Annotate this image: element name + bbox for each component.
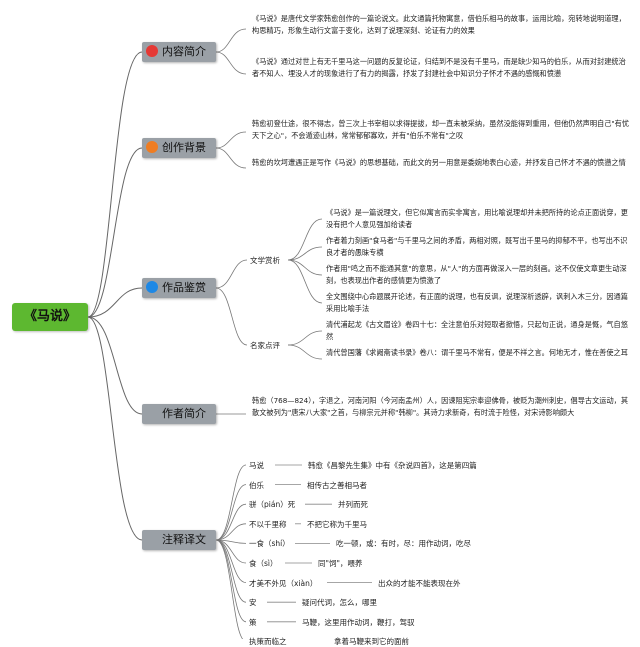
intro-paragraph-1: 《马说》是唐代文学家韩愈创作的一篇论说文。此文通篇托物寓意，借伯乐相马的故事，运… [252, 14, 626, 35]
note-term[interactable]: 才美不外见（xiàn） [249, 578, 318, 588]
note-connector [215, 503, 247, 541]
comment-item-1: 清代浦起龙《古文眉诠》卷四十七：全注意伯乐对短取者掀悟，只起句正说，通身是慨，气… [326, 320, 628, 341]
root-node[interactable]: 《马说》 [12, 303, 88, 331]
topic-notes[interactable]: 注释译文 [142, 530, 216, 550]
connector-root-background [87, 147, 143, 318]
note-definition: 韩愈《昌黎先生集》中有《杂说四首》，这是第四篇 [308, 461, 477, 470]
comment-item-2: 清代曾国藩《求阙斋读书录》卷八：谓千里马不常有，便是不祥之言。何地无才，惟在善使… [326, 348, 628, 357]
note-definition: 马鞭，这里用作动词，鞭打，驾驭 [302, 617, 415, 627]
note-definition: 同"饲"，喂养 [318, 559, 363, 568]
note-definition: 拿着马鞭来到它的面前 [334, 637, 409, 647]
note-term[interactable]: 马说 [249, 461, 264, 470]
background-paragraph-2: 韩愈的坎坷遭遇正是写作《马说》的思想基础，而此文的另一用意是委婉地表白心迹，并抒… [252, 158, 626, 167]
note-connector [215, 539, 247, 603]
note-connector [215, 539, 244, 639]
note-connector [215, 464, 247, 541]
number-1-icon [146, 45, 158, 57]
group-famous-comments[interactable]: 名家点评 [250, 341, 280, 350]
note-term[interactable]: 骈（pián）死 [249, 500, 296, 510]
appreciation-item-4: 全文围绕中心命题展开论述，有正面的说理，也有反讽，说理深析透辟，讽刺入木三分，因… [326, 292, 628, 313]
note-definition: 相传古之善相马者 [307, 480, 367, 490]
note-definition: 疑问代词，怎么，哪里 [302, 598, 377, 608]
connector-root-appreciation [87, 287, 143, 318]
topic-author-label: 作者简介 [162, 407, 206, 420]
note-term[interactable]: 不以千里称 [249, 519, 287, 529]
appreciation-item-2: 作者着力刻画"食马者"与千里马之间的矛盾，两相对照，既写出千里马的抑郁不平，也写… [326, 236, 628, 257]
note-definition: 并列而死 [338, 500, 368, 510]
note-term[interactable]: 一食（shí） [249, 539, 290, 549]
note-connector [215, 484, 247, 541]
topic-notes-label: 注释译文 [162, 533, 206, 546]
intro-paragraph-2: 《马说》通过对世上有无千里马这一问题的反复论证，归结到不是没有千里马，而是缺少知… [252, 57, 626, 78]
appreciation-item-1: 《马说》是一篇说理文，但它似寓言而实非寓言，用比喻说理却并未把所持的论点正面说穿… [326, 208, 628, 229]
note-connector [215, 523, 247, 541]
author-paragraph: 韩愈（768—824），字退之，河南河阳（今河南孟州）人，因谏阻宪宗奉迎佛骨，被… [252, 396, 629, 417]
note-term[interactable]: 安 [249, 598, 257, 608]
note-term[interactable]: 策 [249, 617, 257, 627]
topic-appreciation[interactable]: 作品鉴赏 [142, 278, 216, 298]
connector-root-author [87, 316, 143, 415]
note-term[interactable]: 执策而临之 [249, 637, 287, 647]
background-paragraph-1: 韩愈初登仕途，很不得志，曾三次上书宰相以求得提拔，却一直未被采纳，虽然没能得到重… [252, 119, 630, 140]
connector-root-notes [87, 316, 143, 541]
topic-background-label: 创作背景 [162, 141, 206, 154]
topic-background[interactable]: 创作背景 [142, 138, 216, 158]
appreciation-item-3: 作者用"鸣之而不能通其意"的意思，从"人"的方面再做深入一层的刻画。这不仅使文章… [326, 264, 627, 285]
orange-dot-icon [146, 141, 158, 153]
note-definition: 出众的才能不能表现在外 [378, 578, 461, 588]
note-term[interactable]: 伯乐 [249, 480, 264, 490]
topic-author[interactable]: 作者简介 [142, 404, 216, 424]
group-literary-appreciation[interactable]: 文学赏析 [250, 256, 280, 265]
note-term[interactable]: 食（sì） [249, 559, 278, 568]
note-definition: 不把它称为千里马 [307, 519, 367, 529]
topic-intro[interactable]: 内容简介 [142, 42, 216, 62]
topic-appreciation-label: 作品鉴赏 [162, 281, 206, 294]
connector-root-intro [87, 51, 143, 318]
blue-circle-icon [146, 281, 158, 293]
topic-intro-label: 内容简介 [162, 45, 206, 58]
note-definition: 吃一顿，或：有时，尽：用作动词，吃尽 [336, 539, 471, 549]
